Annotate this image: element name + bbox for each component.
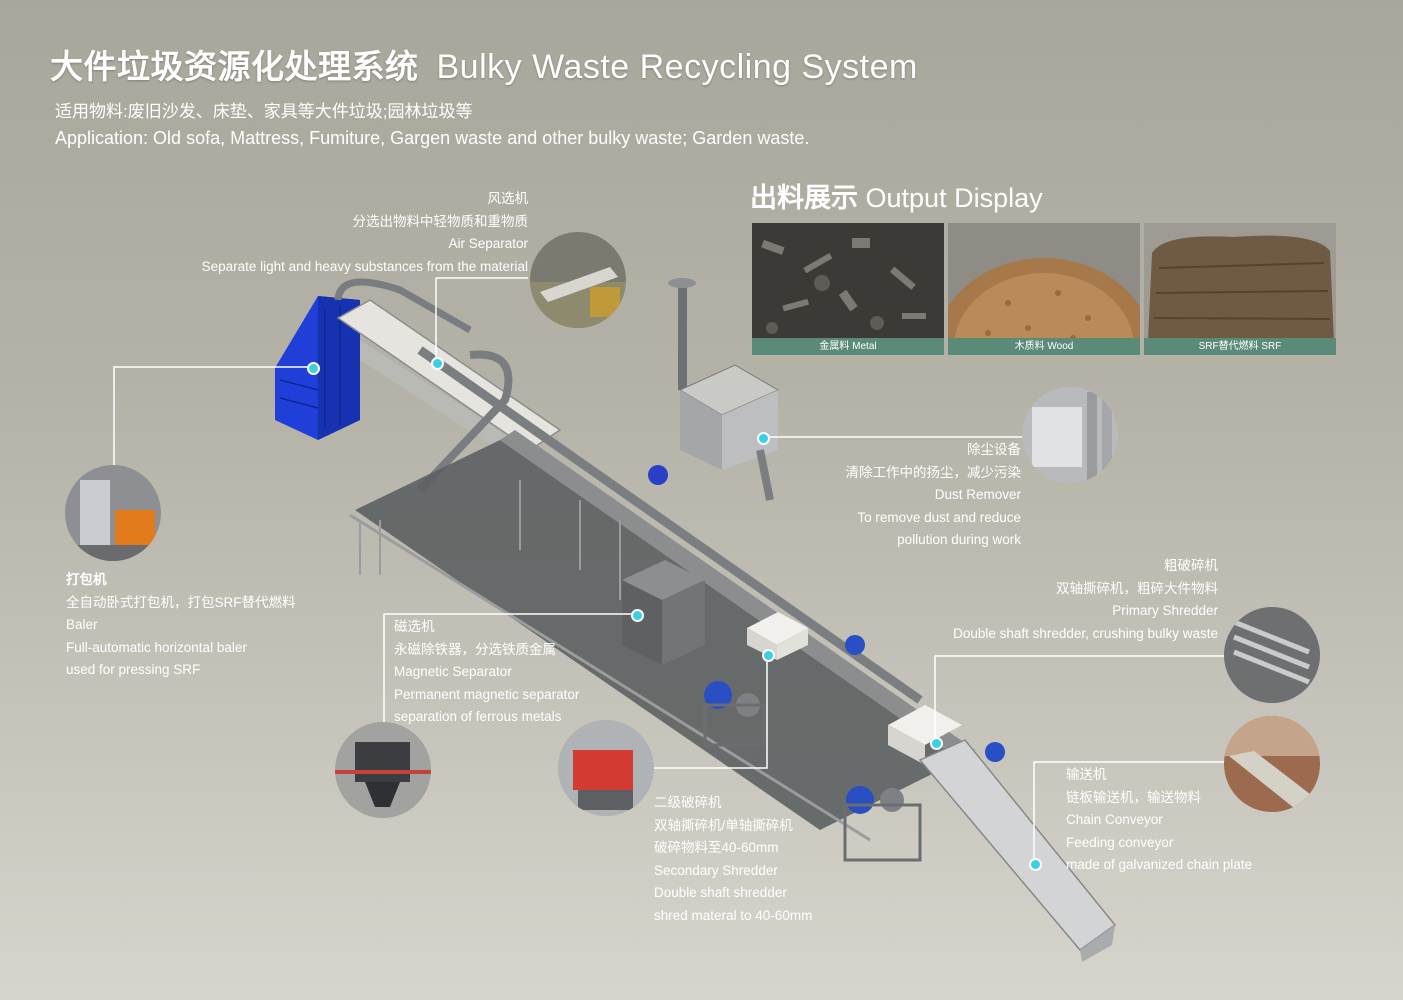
primary-shredder-photo <box>1224 607 1320 703</box>
output-display-title: 出料展示 Output Display <box>750 176 1043 215</box>
output-title-cn: 出料展示 <box>750 183 858 213</box>
secondary-shredder-name-en: Secondary Shredder <box>654 862 778 878</box>
chain-conveyor-desc-en1: Feeding conveyor <box>1066 834 1174 850</box>
air-separator-desc-en: Separate light and heavy substances from… <box>201 258 528 274</box>
dust-remover-marker <box>757 432 770 445</box>
magnetic-separator-desc-en2: separation of ferrous metals <box>394 709 562 724</box>
baler-photo <box>65 465 161 561</box>
magnetic-separator-leader <box>383 613 636 722</box>
srf-output-photo: SRF替代燃料 SRF <box>1144 223 1336 355</box>
dust-remover-photo <box>1022 387 1118 483</box>
output-title-en: Output Display <box>865 183 1043 213</box>
magnetic-separator-machine <box>622 560 705 665</box>
srf-bale-image <box>1144 223 1336 355</box>
application-cn: 适用物料:废旧沙发、床垫、家具等大件垃圾;园林垃圾等 <box>55 102 473 121</box>
secondary-shredder-annotation: 二级破碎机 双轴撕碎机/单轴撕碎机 破碎物料至40-60mm Secondary… <box>654 792 812 927</box>
srf-caption: SRF替代燃料 SRF <box>1144 338 1336 355</box>
secondary-shredder-desc-cn2: 破碎物料至40-60mm <box>654 840 779 855</box>
dust-remover-machine <box>648 278 780 501</box>
dust-remover-desc-cn: 清除工作中的扬尘，减少污染 <box>845 464 1022 480</box>
magnetic-separator-desc-cn: 永磁除铁器，分选铁质金属 <box>394 641 556 657</box>
application-en: Application: Old sofa, Mattress, Fumitur… <box>55 128 810 148</box>
primary-shredder-desc-en: Double shaft shredder, crushing bulky wa… <box>953 625 1218 641</box>
air-separator-marker <box>431 357 444 370</box>
secondary-shredder-marker <box>762 649 775 662</box>
primary-shredder-annotation: 粗破碎机 双轴撕碎机，粗碎大件物料 Primary Shredder Doubl… <box>880 555 1218 645</box>
chain-conveyor-annotation: 输送机 链板输送机，输送物料 Chain Conveyor Feeding co… <box>1066 764 1252 877</box>
primary-shredder-machine <box>843 705 1005 862</box>
metal-output-photo: 金属料 Metal <box>752 223 944 355</box>
secondary-shredder-photo <box>558 720 654 816</box>
primary-shredder-name-cn: 粗破碎机 <box>1164 558 1218 573</box>
dust-remover-desc-en1: To remove dust and reduce <box>857 509 1021 525</box>
secondary-shredder-desc-en2: shred materal to 40-60mm <box>654 907 813 923</box>
primary-shredder-marker <box>930 737 943 750</box>
page-title: 大件垃圾资源化处理系统 Bulky Waste Recycling System <box>50 40 918 88</box>
baler-annotation: 打包机 全自动卧式打包机，打包SRF替代燃料 Baler Full-automa… <box>66 569 296 682</box>
secondary-shredder-desc-cn1: 双轴撕碎机/单轴撕碎机 <box>654 817 793 833</box>
air-separator-name-cn: 风选机 <box>487 191 529 206</box>
baler-desc-en1: Full-automatic horizontal baler <box>66 639 247 655</box>
baler-desc-en2: used for pressing SRF <box>66 662 201 677</box>
chain-conveyor-desc-en2: made of galvanized chain plate <box>1066 857 1253 872</box>
magnetic-separator-name-en: Magnetic Separator <box>394 664 512 679</box>
chain-conveyor-marker <box>1029 858 1042 871</box>
chain-conveyor-leader <box>1033 761 1227 863</box>
magnetic-separator-annotation: 磁选机 永磁除铁器，分选铁质金属 Magnetic Separator Perm… <box>394 616 579 729</box>
primary-shredder-leader <box>934 655 1225 742</box>
metal-caption: 金属料 Metal <box>752 338 944 355</box>
wood-chips-image <box>948 223 1140 355</box>
metal-scrap-image <box>752 223 944 355</box>
magnetic-separator-photo <box>335 722 431 818</box>
baler-name-cn: 打包机 <box>66 572 107 587</box>
wood-caption: 木质料 Wood <box>948 338 1140 355</box>
air-separator-desc-cn: 分选出物料中轻物质和重物质 <box>352 213 529 229</box>
dust-remover-annotation: 除尘设备 清除工作中的扬尘，减少污染 Dust Remover To remov… <box>780 439 1022 552</box>
secondary-shredder-leader <box>654 654 768 769</box>
dust-remover-desc-en2: pollution during work <box>897 532 1021 547</box>
baler-desc-cn: 全自动卧式打包机，打包SRF替代燃料 <box>66 594 296 610</box>
baler-leader <box>113 366 312 465</box>
chain-conveyor-desc-cn: 链板输送机，输送物料 <box>1066 789 1201 805</box>
magnetic-separator-desc-en1: Permanent magnetic separator <box>394 686 580 702</box>
baler-marker <box>307 362 320 375</box>
chain-conveyor-photo <box>1224 716 1320 812</box>
air-separator-annotation: 风选机 分选出物料中轻物质和重物质 Air Separator Separate… <box>120 188 528 278</box>
primary-shredder-name-en: Primary Shredder <box>1112 603 1218 618</box>
baler-name-en: Baler <box>66 617 98 632</box>
magnetic-separator-name-cn: 磁选机 <box>394 619 435 634</box>
air-duct-pipe <box>417 346 923 704</box>
chain-conveyor-name-en: Chain Conveyor <box>1066 812 1163 827</box>
primary-shredder-desc-cn: 双轴撕碎机，粗碎大件物料 <box>1056 580 1218 596</box>
air-separator-name-en: Air Separator <box>448 236 528 251</box>
chain-conveyor-name-cn: 输送机 <box>1066 767 1107 782</box>
title-en: Bulky Waste Recycling System <box>436 48 918 86</box>
dust-remover-name-cn: 除尘设备 <box>967 442 1021 457</box>
air-separator-photo <box>530 232 626 328</box>
wood-output-photo: 木质料 Wood <box>948 223 1140 355</box>
secondary-shredder-name-cn: 二级破碎机 <box>654 795 722 810</box>
chain-conveyor-machine <box>918 739 1117 962</box>
dust-remover-name-en: Dust Remover <box>934 487 1021 502</box>
secondary-shredder-desc-en1: Double shaft shredder <box>654 885 787 900</box>
title-cn: 大件垃圾资源化处理系统 <box>50 48 419 85</box>
magnetic-separator-marker <box>631 609 644 622</box>
